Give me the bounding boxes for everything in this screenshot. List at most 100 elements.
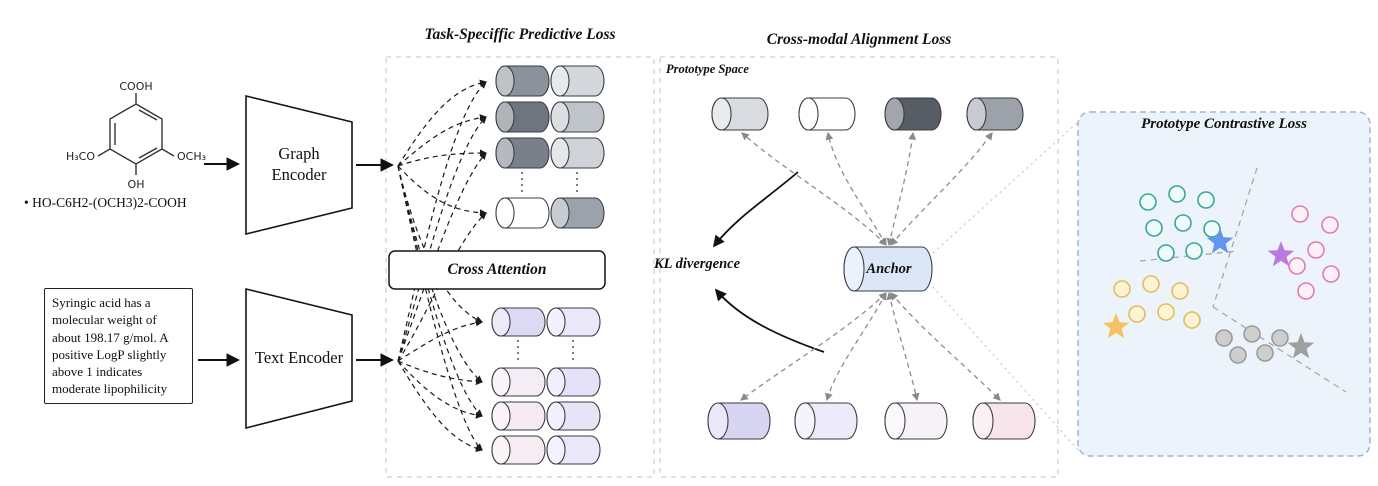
gray-cluster-point: [1243, 325, 1261, 343]
text-embedding-cylinder-cap: [546, 307, 566, 337]
gray-cluster-point: [1215, 329, 1233, 347]
molecule-formula: • HO-C6H2-(OCH3)2-COOH: [24, 195, 187, 210]
section-borders: [385, 56, 1059, 478]
text-embedding-cylinder-cap: [546, 435, 566, 465]
kl-arrow-bottom: [714, 288, 825, 353]
gray-prototype-star: [1287, 333, 1315, 359]
fan-arrow-cross: [397, 81, 487, 362]
yellow-cluster-point: [1128, 305, 1146, 323]
solid-arrows: [198, 157, 395, 367]
prototype-cylinder-cap: [711, 97, 732, 131]
cylinder-layer: [491, 65, 1036, 465]
anchor-to-text-embedding: [740, 292, 887, 401]
graph-encoder-shape: [245, 94, 353, 236]
teal-cluster-point: [1168, 185, 1186, 203]
cross-attention-label: Cross Attention: [447, 261, 547, 278]
divider-lower: [1212, 306, 1347, 393]
graph-embedding-cylinder-cap: [550, 197, 570, 229]
yellow-cluster-point: [1171, 282, 1189, 300]
fan-arrow: [397, 319, 484, 362]
text-proto-cylinder-cap: [794, 402, 816, 440]
graph-embedding-cylinder-cap: [495, 137, 515, 169]
text-encoder-shape: [245, 287, 353, 430]
pink-cluster-point: [1291, 205, 1309, 223]
graph-embedding-cylinder-cap: [550, 65, 570, 97]
blue-prototype-star: [1206, 228, 1234, 254]
graph-encoder-label: Graph Encoder: [271, 144, 327, 184]
teal-cluster-point: [1139, 193, 1157, 211]
graph-embedding-cylinder-cap: [495, 101, 515, 133]
fan-arrow-cross: [397, 165, 483, 451]
prototype-cylinder-cap: [966, 97, 987, 131]
prototype-cylinder-cap: [884, 97, 905, 131]
anchor-cylinder-cap: [843, 246, 865, 292]
bond-h3co: [97, 148, 111, 157]
molecule-label-oh: OH: [128, 178, 145, 191]
fan-arrow: [397, 360, 484, 386]
purple-prototype-star: [1267, 241, 1295, 267]
fan-arrow-cross: [397, 152, 487, 362]
yellow-cluster-point: [1113, 280, 1131, 298]
divider-diagonal: [1212, 167, 1258, 308]
graph-embedding-cylinder-cap: [550, 101, 570, 133]
text-proto-cylinder-cap: [884, 402, 906, 440]
molecule-label-h3co: H₃CO: [66, 150, 95, 163]
fan-arrow: [397, 149, 488, 167]
text-embedding-cylinder-cap: [491, 401, 511, 431]
prototype-space-label: Prototype Space: [666, 62, 749, 76]
graph-embedding-cylinder-cap: [495, 197, 515, 229]
text-embedding-cylinder-cap: [491, 307, 511, 337]
anchor-to-text-embedding: [890, 292, 1001, 401]
ellipsis-dots: [517, 172, 578, 364]
teal-cluster-point: [1157, 244, 1175, 262]
yellow-cluster-point: [1183, 311, 1201, 329]
molecule-structure: [97, 93, 175, 175]
prototype-cylinder-cap: [798, 97, 819, 131]
text-proto-cylinder-cap: [707, 402, 729, 440]
double-bond: [138, 147, 158, 159]
task-loss-title: Task-Speciffic Predictive Loss: [424, 26, 616, 43]
text-proto-cylinder-cap: [972, 402, 994, 440]
kl-divergence-label: KL divergence: [654, 256, 741, 272]
task-section-border: [385, 56, 655, 478]
anchor-to-prototype: [825, 131, 887, 247]
fan-arrow-cross: [397, 165, 483, 417]
yellow-cluster-point: [1157, 303, 1175, 321]
scatter-layer: [1102, 185, 1340, 364]
bond-och3: [161, 148, 175, 157]
graph-embedding-cylinder-cap: [550, 137, 570, 169]
gray-cluster-point: [1256, 344, 1274, 362]
text-encoder-label: Text Encoder: [254, 347, 344, 367]
gray-cluster-point: [1271, 329, 1289, 347]
fan-arrow: [397, 79, 488, 167]
molecule-label-och3: OCH₃: [177, 150, 206, 163]
teal-cluster-point: [1197, 191, 1215, 209]
molecule-label-cooh: COOH: [119, 80, 152, 93]
text-embedding-cylinder-cap: [546, 401, 566, 431]
zoom-guide-lines: [932, 121, 1079, 451]
benzene-ring: [109, 103, 163, 165]
anchor-to-prototype: [890, 132, 993, 246]
graph-embedding-cylinder-cap: [495, 65, 515, 97]
text-input-box: Syringic acid has a molecular weight of …: [44, 288, 193, 404]
encoder-shapes: [245, 94, 353, 430]
teal-cluster-point: [1174, 214, 1192, 232]
prototype-arrows: [740, 131, 1001, 402]
anchor-label: Anchor: [866, 260, 912, 277]
anchor-to-text-embedding: [886, 291, 920, 402]
pink-cluster-point: [1297, 282, 1315, 300]
pink-cluster-point: [1321, 216, 1339, 234]
double-bond: [138, 109, 158, 121]
prototype-contrastive-loss-title: Prototype Contrastive Loss: [1141, 116, 1307, 132]
teal-cluster-point: [1185, 242, 1203, 260]
orange-prototype-star: [1102, 313, 1130, 339]
anchor-to-text-embedding: [825, 291, 887, 402]
yellow-cluster-point: [1142, 275, 1160, 293]
fan-arrow: [397, 114, 488, 167]
text-embedding-cylinder-cap: [491, 435, 511, 465]
fan-arrow: [397, 360, 484, 419]
kl-arrow-top: [712, 171, 799, 248]
fan-arrow: [397, 165, 488, 217]
cross-attention-box: [388, 250, 606, 290]
